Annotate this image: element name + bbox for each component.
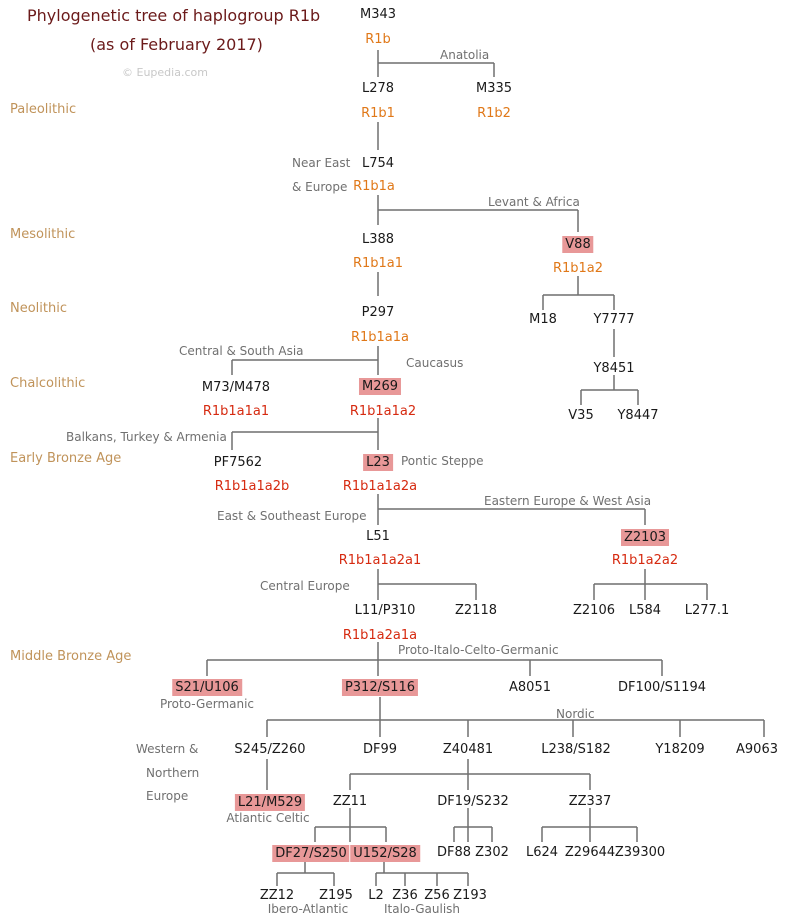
snp-node: Y18209 xyxy=(655,742,705,757)
snp-node: ZZ12 xyxy=(259,888,295,903)
snp-node-highlighted: L23 xyxy=(363,454,393,471)
haplogroup-label: R1b1a1a2a1 xyxy=(338,553,422,568)
snp-node: Z56 xyxy=(424,888,450,903)
haplogroup-label: R1b1a xyxy=(353,179,395,194)
snp-node: Z39300 xyxy=(614,845,666,860)
snp-node: Z2106 xyxy=(573,603,615,618)
snp-node-highlighted: Z2103 xyxy=(621,529,669,546)
snp-node-highlighted: DF27/S250 xyxy=(272,845,350,862)
region-label: Nordic xyxy=(556,707,595,721)
snp-node: L624 xyxy=(525,845,559,860)
copyright-notice: © Eupedia.com xyxy=(122,66,208,79)
region-label: Europe xyxy=(146,789,189,803)
haplogroup-label: R1b1 xyxy=(361,106,395,121)
snp-node: DF88 xyxy=(436,845,472,860)
diagram-subtitle: (as of February 2017) xyxy=(90,35,263,54)
era-label-early-bronze-age: Early Bronze Age xyxy=(10,451,122,466)
snp-node: V35 xyxy=(568,408,594,423)
region-label: Proto-Germanic xyxy=(159,697,255,711)
snp-node: L584 xyxy=(628,603,662,618)
region-label: Atlantic Celtic xyxy=(226,811,310,825)
snp-node: DF100/S1194 xyxy=(617,680,707,695)
snp-node: M343 xyxy=(359,7,397,22)
region-label: Western & xyxy=(136,742,199,756)
region-label: Central & South Asia xyxy=(179,344,304,358)
snp-node-highlighted: M269 xyxy=(358,378,402,395)
snp-node: M18 xyxy=(529,312,557,327)
region-label: Caucasus xyxy=(406,356,464,370)
region-label: & Europe xyxy=(292,180,348,194)
snp-node: L238/S182 xyxy=(541,742,611,757)
haplogroup-label: R1b xyxy=(365,32,391,47)
region-label: Proto-Italo-Celto-Germanic xyxy=(398,643,559,657)
snp-node: A9063 xyxy=(736,742,778,757)
haplogroup-label: R1b1a1a2a xyxy=(342,479,418,494)
snp-node: ZZ337 xyxy=(568,794,612,809)
haplogroup-label: R1b1a1a2b xyxy=(214,479,290,494)
snp-node: Z36 xyxy=(392,888,418,903)
snp-node-highlighted: L21/M529 xyxy=(234,794,306,811)
haplogroup-label: R1b1a2a1a xyxy=(342,628,418,643)
region-label: Levant & Africa xyxy=(488,195,580,209)
haplogroup-label: R1b1a1 xyxy=(352,256,404,271)
snp-node: L51 xyxy=(366,529,390,544)
snp-node: Y7777 xyxy=(593,312,635,327)
snp-node: L2 xyxy=(368,888,384,903)
region-label: Northern xyxy=(146,766,200,780)
era-label-middle-bronze-age: Middle Bronze Age xyxy=(10,649,132,664)
haplogroup-label: R1b1a2 xyxy=(552,261,604,276)
snp-node: S245/Z260 xyxy=(234,742,306,757)
region-label: Near East xyxy=(292,156,351,170)
region-label: Balkans, Turkey & Armenia xyxy=(66,430,227,444)
snp-node-highlighted: P312/S116 xyxy=(341,679,419,696)
era-label-paleolithic: Paleolithic xyxy=(10,102,77,117)
snp-node: Y8451 xyxy=(593,361,635,376)
snp-node: Z29644 xyxy=(564,845,616,860)
era-label-chalcolithic: Chalcolithic xyxy=(10,376,86,391)
snp-node: Y8447 xyxy=(617,408,659,423)
haplogroup-label: R1b1a2a2 xyxy=(611,553,679,568)
snp-node: M335 xyxy=(475,81,513,96)
region-label: Ibero-Atlantic xyxy=(267,902,349,916)
era-label-mesolithic: Mesolithic xyxy=(10,227,76,242)
haplogroup-label: R1b1a1a1 xyxy=(202,404,270,419)
snp-node: Z193 xyxy=(453,888,487,903)
haplogroup-label: R1b1a1a xyxy=(350,330,410,345)
snp-node: L277.1 xyxy=(684,603,730,618)
snp-node: Z195 xyxy=(319,888,353,903)
snp-node: L11/P310 xyxy=(354,603,416,618)
region-label: Italo-Gaulish xyxy=(383,902,461,916)
snp-node-highlighted: U152/S28 xyxy=(350,845,420,862)
era-label-neolithic: Neolithic xyxy=(10,301,67,316)
snp-node: M73/M478 xyxy=(201,380,271,395)
region-label: Pontic Steppe xyxy=(401,454,484,468)
snp-node: P297 xyxy=(361,305,395,320)
haplogroup-label: R1b1a1a2 xyxy=(349,404,417,419)
snp-node: Z302 xyxy=(475,845,509,860)
snp-node-highlighted: V88 xyxy=(562,236,594,253)
snp-node: DF19/S232 xyxy=(437,794,509,809)
snp-node: ZZ11 xyxy=(332,794,368,809)
region-label: Central Europe xyxy=(260,579,350,593)
region-label: Anatolia xyxy=(440,48,490,62)
haplogroup-label: R1b2 xyxy=(477,106,511,121)
snp-node-highlighted: S21/U106 xyxy=(172,679,242,696)
region-label: East & Southeast Europe xyxy=(217,509,367,523)
diagram-title: Phylogenetic tree of haplogroup R1b xyxy=(27,6,321,25)
snp-node: L754 xyxy=(361,156,395,171)
snp-node: L278 xyxy=(361,81,395,96)
snp-node: A8051 xyxy=(509,680,551,695)
snp-node: PF7562 xyxy=(213,455,263,470)
snp-node: DF99 xyxy=(362,742,398,757)
snp-node: L388 xyxy=(361,232,395,247)
snp-node: Z2118 xyxy=(455,603,497,618)
region-label: Eastern Europe & West Asia xyxy=(484,494,652,508)
snp-node: Z40481 xyxy=(442,742,494,757)
